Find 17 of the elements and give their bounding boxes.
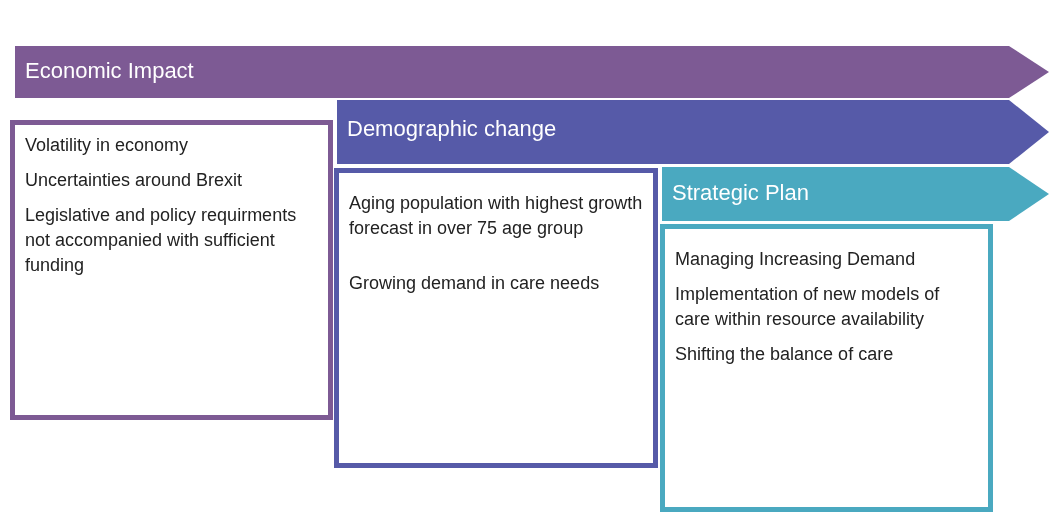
text-box: [10, 120, 333, 420]
point-text: Volatility in economy: [25, 134, 190, 157]
band-heading: Strategic Plan: [672, 180, 809, 206]
arrow-band: [662, 167, 1049, 221]
point-text: Managing Increasing Demand: [675, 248, 917, 271]
band-heading: Economic Impact: [25, 58, 194, 84]
point-text: Aging population with highest growth forecast in over 75 age group: [349, 192, 643, 240]
arrow-band: [337, 100, 1049, 164]
text-box: [334, 168, 658, 468]
point-text: Uncertainties around Brexit: [25, 169, 244, 192]
point-text: Implementation of new models of care within resource availability: [675, 283, 941, 331]
point-text: Legislative and policy requirments not accompanied with sufficient funding: [25, 204, 298, 277]
point-text: Growing demand in care needs: [349, 272, 601, 295]
arrow-band: [15, 46, 1049, 98]
point-text: Shifting the balance of care: [675, 343, 895, 366]
text-box: [660, 224, 993, 512]
band-heading: Demographic change: [347, 116, 557, 142]
